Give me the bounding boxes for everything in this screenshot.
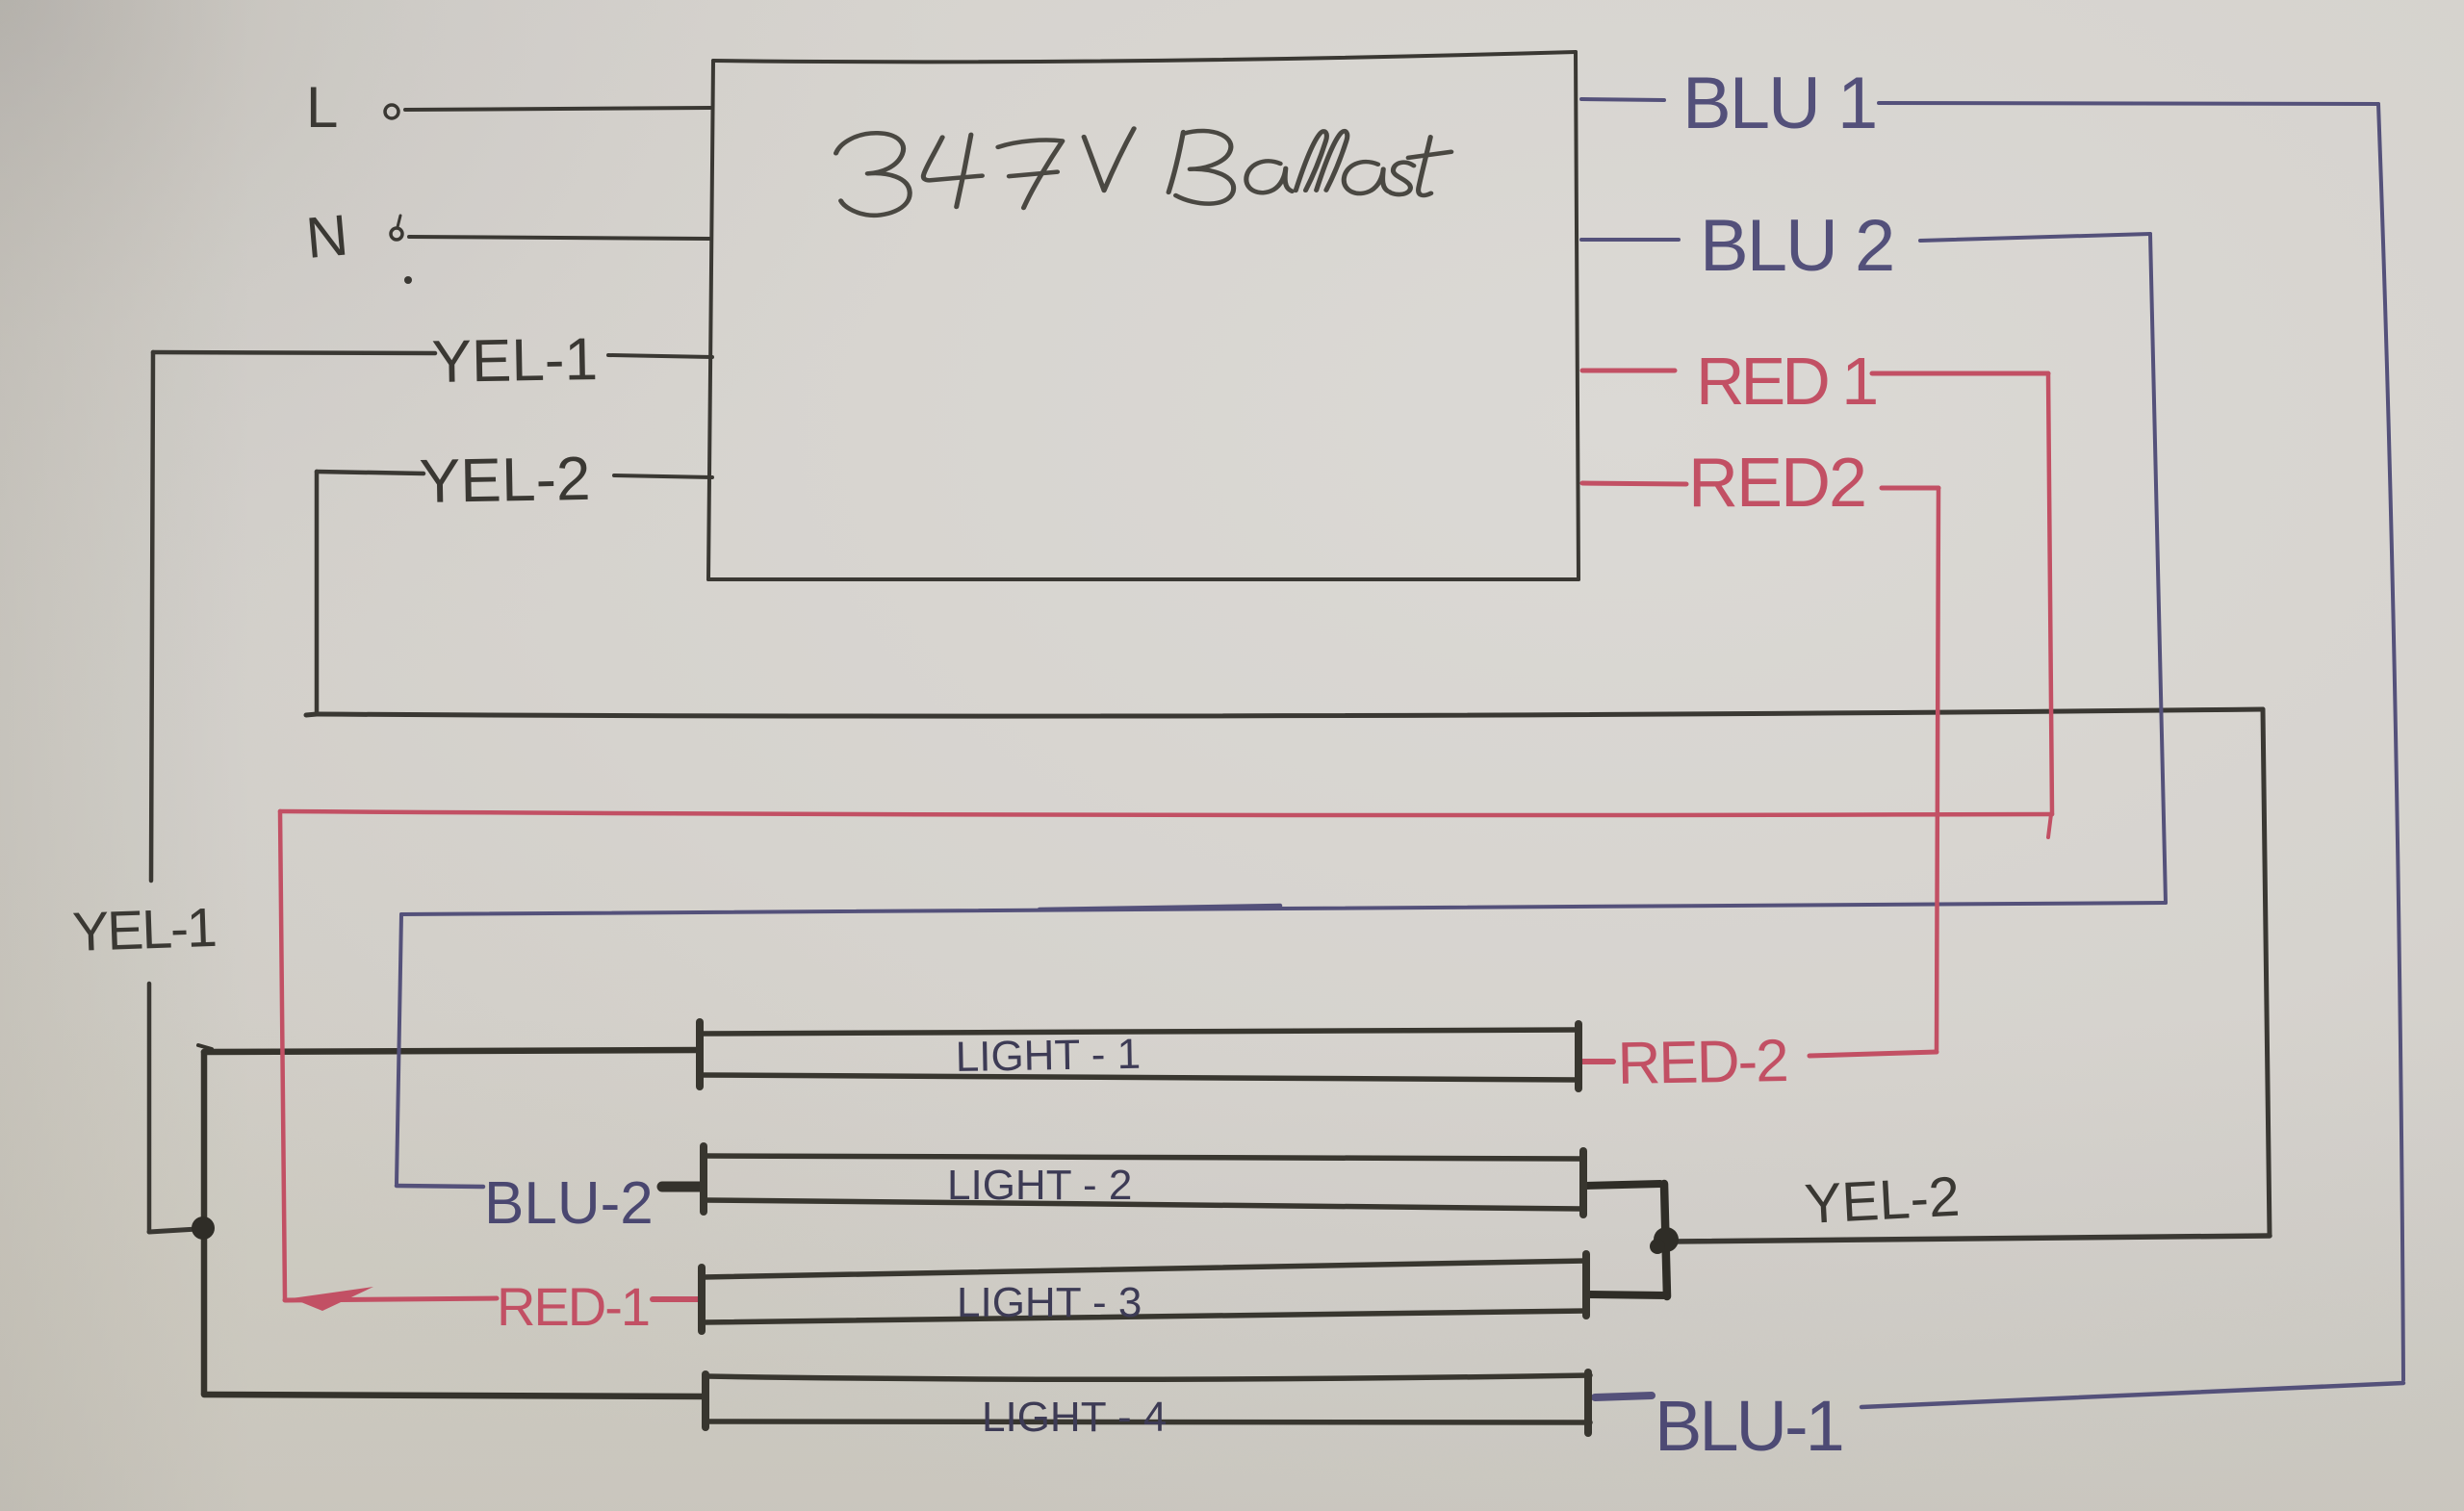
svg-text:RED-1: RED-1 <box>497 1276 649 1337</box>
svg-text:BLU-2: BLU-2 <box>484 1170 654 1237</box>
svg-text:YEL-2: YEL-2 <box>419 444 591 516</box>
svg-text:LIGHT - 4: LIGHT - 4 <box>982 1394 1167 1441</box>
svg-text:BLU-1: BLU-1 <box>1655 1386 1842 1466</box>
svg-text:YEL-2: YEL-2 <box>1803 1165 1961 1236</box>
svg-text:YEL-1: YEL-1 <box>431 326 599 396</box>
svg-text:RED-2: RED-2 <box>1617 1028 1787 1097</box>
svg-text:LIGHT - 2: LIGHT - 2 <box>947 1162 1132 1209</box>
svg-text:RED2: RED2 <box>1688 445 1865 522</box>
svg-text:RED 1: RED 1 <box>1696 344 1876 419</box>
svg-text:YEL-1: YEL-1 <box>71 897 217 963</box>
svg-text:LIGHT - 3: LIGHT - 3 <box>957 1279 1142 1326</box>
svg-text:BLU 1: BLU 1 <box>1682 63 1876 144</box>
svg-text:BLU 2: BLU 2 <box>1700 205 1893 287</box>
svg-text:LIGHT - 1: LIGHT - 1 <box>955 1031 1141 1081</box>
svg-text:N: N <box>303 202 350 270</box>
svg-text:L: L <box>306 75 338 140</box>
